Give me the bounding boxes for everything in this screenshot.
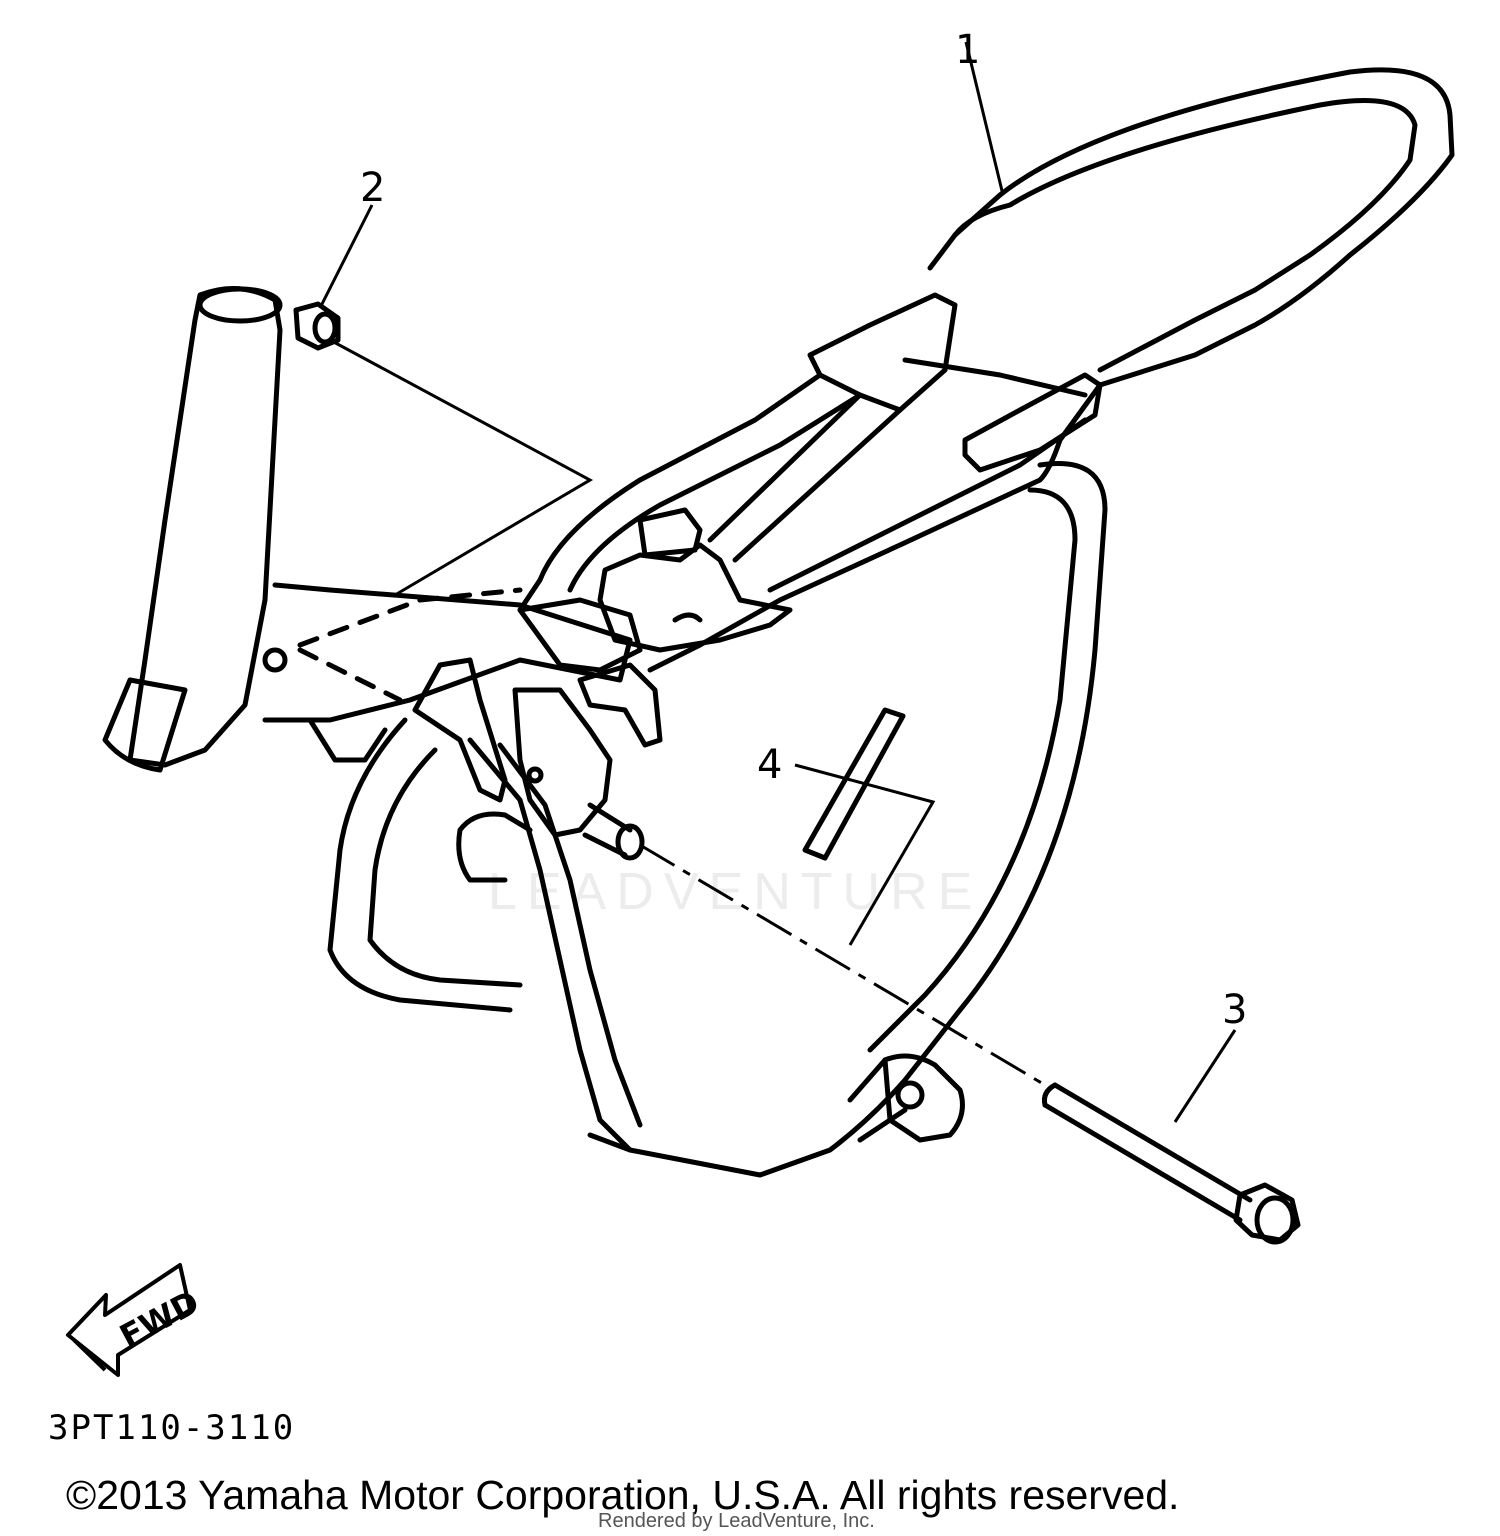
seat-bracket-tab: [637, 507, 703, 558]
leader-line-3-axis: [639, 843, 1046, 1087]
engine-bracket-hole: [895, 1080, 925, 1110]
frame-bracket-right: [962, 372, 1103, 473]
frame-left-rail: [517, 372, 823, 613]
part-code: 3PT110-3110: [48, 1408, 296, 1448]
nut-part-2: [293, 301, 341, 351]
frame-lower-left-inner: [367, 747, 523, 988]
frame-right-rail-inner: [767, 417, 1088, 593]
engine-bracket-lower: [882, 1053, 965, 1143]
footrest-plate: [412, 657, 508, 803]
frame-rear-loop-inner: [867, 487, 1078, 1053]
frame-gusset: [517, 597, 643, 673]
frame-diagonal-2: [732, 407, 903, 563]
pivot-bushing-end: [615, 823, 645, 861]
leader-line-1: [964, 41, 1005, 196]
frame-diagonal-1: [707, 392, 863, 543]
rendered-by-credit: Rendered by LeadVenture, Inc.: [598, 1510, 875, 1532]
callout-part-2: 2: [360, 165, 386, 211]
frame-main-spar: [262, 582, 633, 723]
leader-line-2-axis: [329, 338, 594, 597]
leader-line-3: [1173, 1029, 1237, 1123]
leader-line-2: [318, 204, 374, 309]
fwd-arrow: [66, 1263, 192, 1377]
frame-rear-loop: [587, 461, 1108, 1178]
callout-part-4: 4: [757, 742, 783, 788]
fwd-label: FWD: [114, 1283, 206, 1356]
frame-boss: [262, 647, 288, 673]
tank-bracket: [577, 662, 663, 748]
engine-mount: [456, 811, 533, 883]
callout-part-1: 1: [955, 27, 981, 73]
steering-head-top: [197, 286, 283, 324]
frame-lower-left: [327, 717, 513, 1013]
nut-part-2-face: [312, 311, 338, 345]
bolt-thread: [1042, 1082, 1058, 1108]
leader-line-4: [794, 763, 936, 946]
frame-top-loop: [952, 67, 1455, 388]
steering-head: [127, 286, 283, 768]
frame-bracket-upper: [807, 292, 958, 413]
copyright-notice: ©2013 Yamaha Motor Corporation, U.S.A. A…: [66, 1472, 1180, 1518]
engine-mount-hole: [526, 766, 544, 784]
steering-head-bottom: [102, 677, 188, 773]
bolt-head-face: [1254, 1195, 1296, 1245]
frame-lower-cradle-inner: [497, 742, 643, 1128]
frame-top-loop-inner: [927, 98, 1418, 373]
seat-bracket: [597, 542, 793, 653]
engine-mount-plate: [512, 687, 613, 838]
callout-part-3: 3: [1222, 987, 1248, 1033]
seat-bracket-slot: [672, 612, 703, 623]
engine-bracket-lower-2: [847, 1057, 908, 1143]
frame-left-rail-inner: [567, 392, 863, 593]
frame-lower-cradle: [467, 737, 633, 1153]
bolt-shaft: [1042, 1082, 1253, 1223]
frame-right-rail: [647, 382, 1103, 673]
rod-part-4: [802, 707, 906, 861]
frame-dashed-hidden: [297, 587, 523, 703]
side-bracket: [307, 717, 388, 763]
